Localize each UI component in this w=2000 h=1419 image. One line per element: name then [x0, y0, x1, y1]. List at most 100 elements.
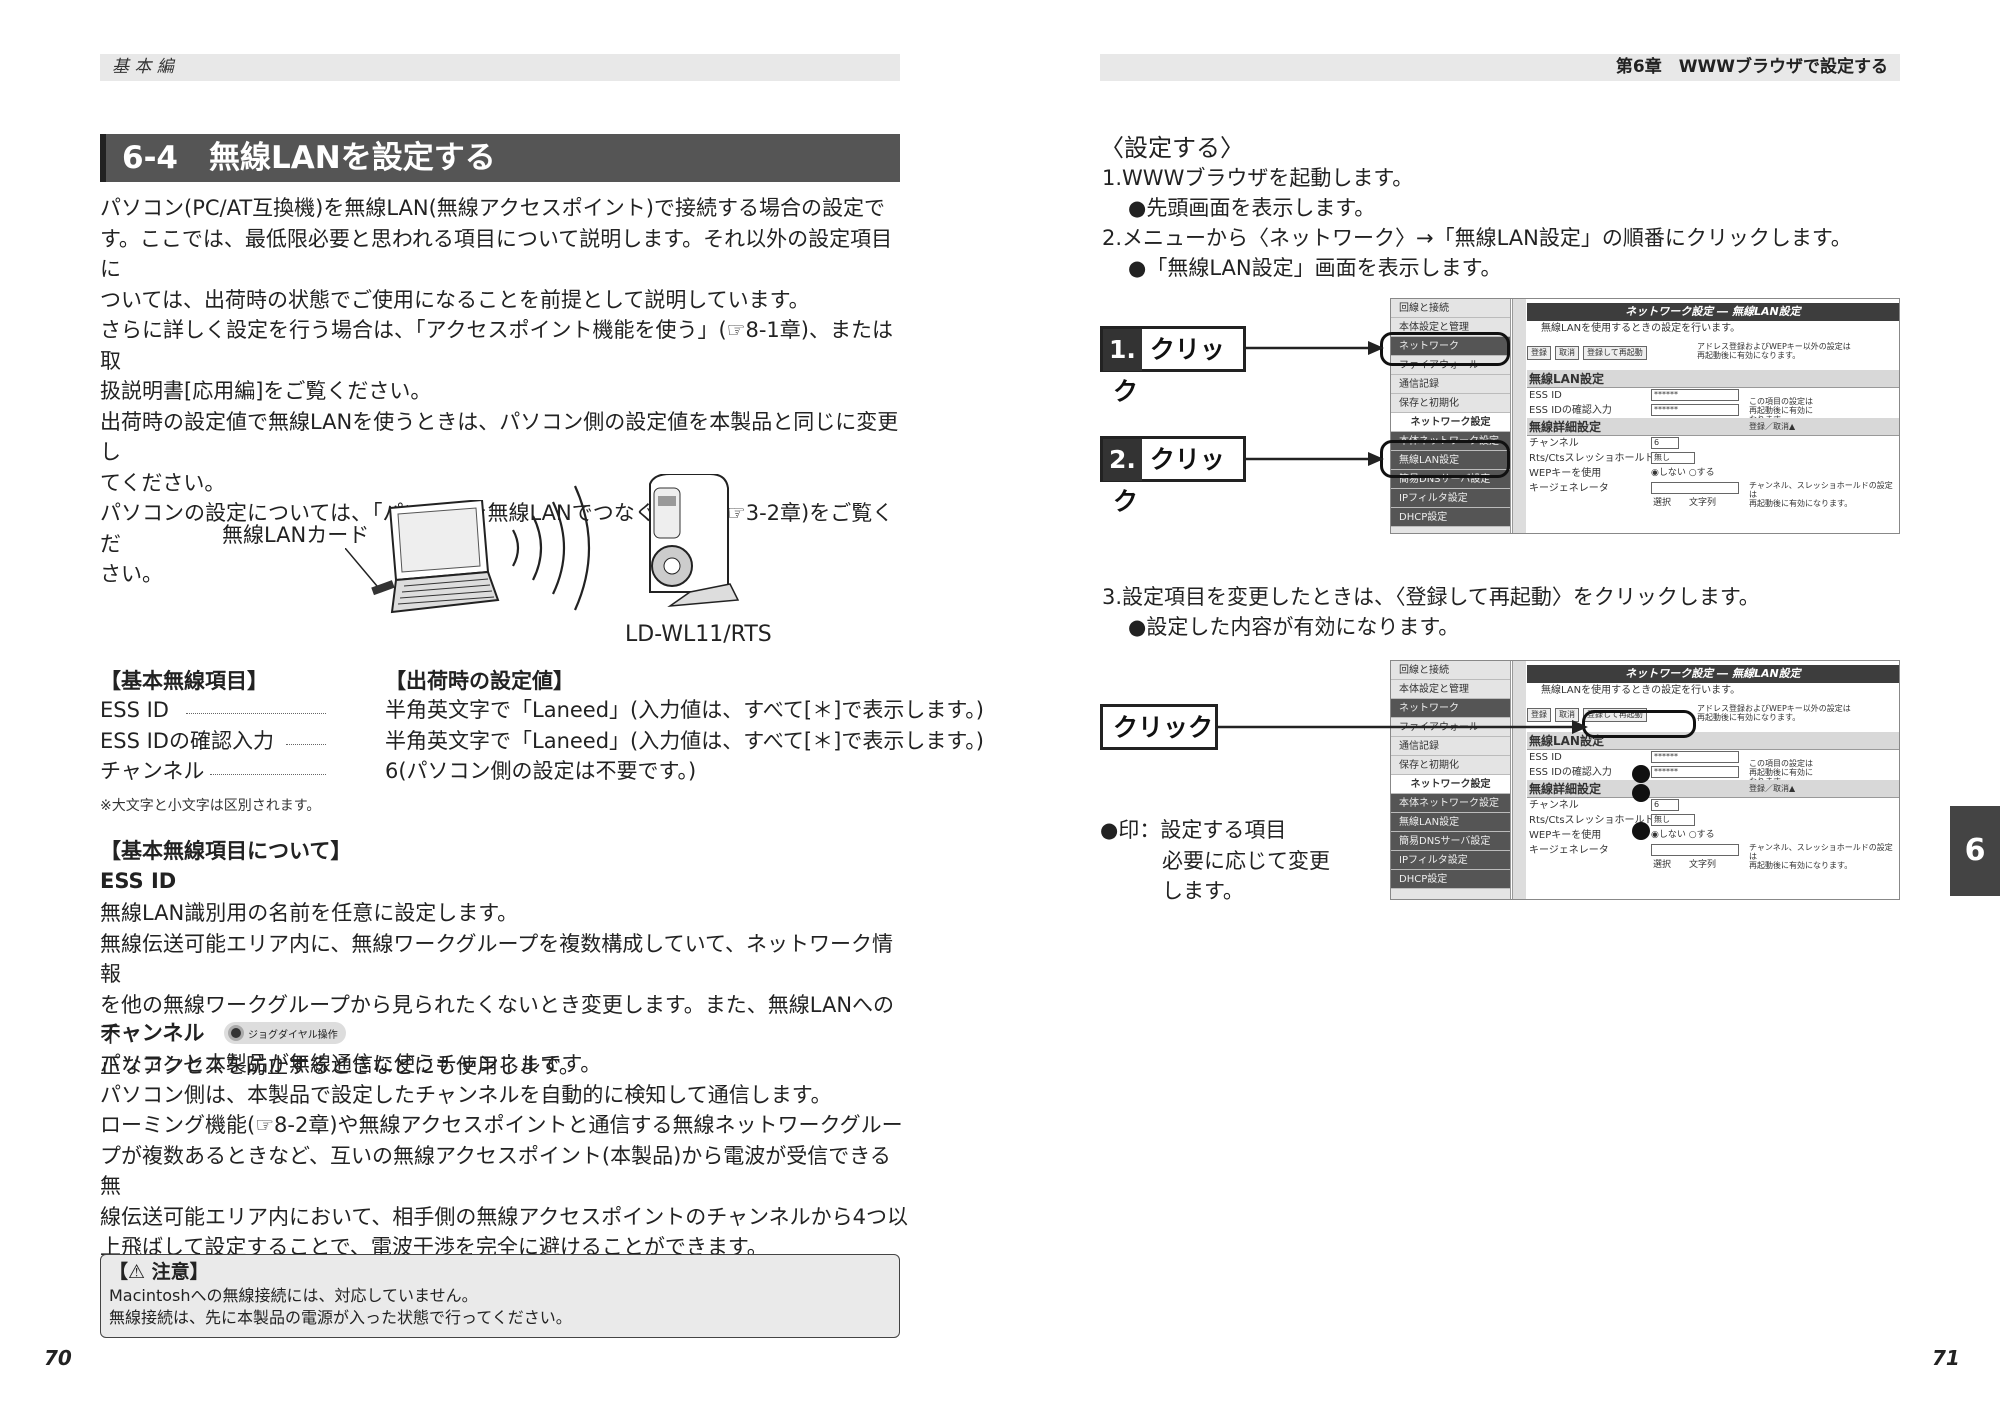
register-cancel-link[interactable]: 登録／取消▲	[1749, 784, 1796, 793]
wep-label: WEPキーを使用	[1529, 830, 1602, 841]
wep-row: WEPキーを使用◉しない ○する	[1527, 466, 1899, 481]
about-heading: 【基本無線項目について】	[100, 839, 352, 863]
wep-radio[interactable]: ◉しない ○する	[1651, 468, 1715, 478]
essid-row: ESS ID ******	[1527, 388, 1899, 403]
submenu-item[interactable]: DHCP設定	[1391, 870, 1510, 889]
item-name: ESS ID	[100, 698, 169, 722]
register-restart-button[interactable]: 登録して再起動	[1583, 346, 1647, 360]
channel-line: パソコン側は、本製品で設定したチャンネルを自動的に検知して通信します。	[100, 1082, 832, 1107]
arrow-2	[1246, 449, 1384, 469]
step-1: 1.WWWブラウザを起動します。	[1102, 166, 1414, 190]
menu-item[interactable]: 本体設定と管理	[1391, 680, 1510, 699]
item-name: チャンネル	[100, 759, 205, 783]
scrollbar[interactable]	[1512, 299, 1526, 533]
setting-marker	[1632, 765, 1650, 783]
router-menu: 回線と接続 本体設定と管理 ネットワーク ファイアウォール 通信記録 保存と初期…	[1391, 661, 1511, 899]
menu-item[interactable]: 回線と接続	[1391, 661, 1510, 680]
callout-2: 2.クリック	[1100, 436, 1246, 516]
submenu-item[interactable]: 簡易DNSサーバ設定	[1391, 832, 1510, 851]
channel-label: チャンネル	[1529, 800, 1579, 811]
laptop-illustration	[370, 498, 500, 620]
router-main: ネットワーク設定 ― 無線LAN設定 無線LANを使用するときの設定を行います。…	[1527, 661, 1899, 899]
submenu-item[interactable]: DHCP設定	[1391, 508, 1510, 527]
rts-select[interactable]: 無し	[1651, 452, 1695, 464]
marker-legend-line: ●印：設定する項目	[1100, 818, 1287, 842]
step-3-note: ●設定した内容が有効になります。	[1128, 615, 1460, 639]
item-value: 半角英文字で「Laneed」(入力値は、すべて[＊]で表示します。)	[385, 729, 984, 753]
intro-paragraph: パソコン(PC/AT互換機)を無線LAN(無線アクセスポイント)で接続する場合の…	[100, 193, 910, 590]
essid-confirm-field[interactable]: ******	[1651, 766, 1739, 778]
register-button[interactable]: 登録	[1527, 708, 1551, 722]
values-heading: 【出荷時の設定値】	[385, 669, 574, 693]
caution-title: 【⚠ 注意】	[109, 1261, 209, 1283]
router-menu: 回線と接続 本体設定と管理 ネットワーク ファイアウォール 通信記録 保存と初期…	[1391, 299, 1511, 533]
register-cancel-link[interactable]: 登録／取消▲	[1749, 422, 1796, 431]
intro-line: さらに詳しく設定を行う場合は、「アクセスポイント機能を使う」(☞8-1章)、また…	[100, 318, 893, 373]
submenu-item[interactable]: IPフィルタ設定	[1391, 489, 1510, 508]
channel-line: ローミング機能(☞8-2章)や無線アクセスポイントと通信する無線ネットワークグル…	[100, 1113, 903, 1137]
submenu-head: ネットワーク設定	[1391, 775, 1510, 794]
scrollbar[interactable]	[1512, 661, 1526, 899]
intro-line: 扱説明書[応用編]をご覧ください。	[100, 379, 432, 403]
channel-select[interactable]: 6	[1651, 437, 1679, 449]
setup-heading: 〈設定する〉	[1100, 134, 1244, 162]
section-title: 6-4 無線LANを設定する	[100, 134, 900, 182]
button-note: 再起動後に有効になります。	[1697, 713, 1801, 722]
keygen-label: キージェネレータ	[1529, 483, 1609, 494]
menu-item-network[interactable]: ネットワーク	[1391, 337, 1510, 356]
submenu-item[interactable]: IPフィルタ設定	[1391, 851, 1510, 870]
menu-item[interactable]: 保存と初期化	[1391, 394, 1510, 413]
item-value: 半角英文字で「Laneed」(入力値は、すべて[＊]で表示します。)	[385, 698, 984, 722]
rts-row: Rts/Ctsスレッショホールド無し	[1527, 813, 1899, 828]
essid-confirm-field[interactable]: ******	[1651, 404, 1739, 416]
caution-line: Macintoshへの無線接続には、対応していません。	[109, 1286, 478, 1305]
menu-item[interactable]: 保存と初期化	[1391, 756, 1510, 775]
channel-select[interactable]: 6	[1651, 799, 1679, 811]
callout-1: 1.クリック	[1100, 326, 1246, 406]
rts-select[interactable]: 無し	[1651, 814, 1695, 826]
item-value: 6(パソコン側の設定は不要です。)	[385, 759, 697, 783]
channel-heading: チャンネル	[100, 1021, 205, 1045]
submenu-item-wireless[interactable]: 無線LAN設定	[1391, 451, 1510, 470]
callout-3: クリック	[1100, 704, 1218, 750]
submenu-item-wireless[interactable]: 無線LAN設定	[1391, 813, 1510, 832]
wep-radio[interactable]: ◉しない ○する	[1651, 830, 1715, 840]
menu-item[interactable]: 通信記録	[1391, 375, 1510, 394]
keygen-field[interactable]	[1651, 482, 1739, 494]
menu-item[interactable]: 本体設定と管理	[1391, 318, 1510, 337]
router-title-band: ネットワーク設定 ― 無線LAN設定	[1527, 665, 1899, 683]
rts-row: Rts/Ctsスレッショホールド無し	[1527, 451, 1899, 466]
essid-label: ESS ID	[1529, 390, 1562, 401]
cancel-button[interactable]: 取消	[1555, 708, 1579, 722]
caution-line: 無線接続は、先に本製品の電源が入った状態で行ってください。	[109, 1308, 572, 1327]
essid-confirm-label: ESS IDの確認入力	[1529, 767, 1612, 778]
highlight-ring	[1380, 440, 1510, 478]
select-labels: 選択 文字列	[1653, 860, 1717, 870]
items-heading: 【基本無線項目】	[100, 669, 268, 693]
submenu-item[interactable]: 簡易DNSサーバ設定	[1391, 470, 1510, 489]
channel-paragraph: パソコンと本製品が無線通信に使うチャンネルです。 パソコン側は、本製品で設定した…	[100, 1049, 910, 1263]
cancel-button[interactable]: 取消	[1555, 346, 1579, 360]
register-button[interactable]: 登録	[1527, 346, 1551, 360]
highlight-ring	[1380, 332, 1510, 366]
card-label: 無線LANカード	[222, 523, 370, 547]
right-running-header: 第6章 WWWブラウザで設定する	[1100, 54, 1900, 81]
intro-line: 出荷時の設定値で無線LANを使うときは、パソコン側の設定値を本製品と同じに変更し	[100, 409, 899, 465]
wireless-detail-section: 無線詳細設定登録／取消▲	[1527, 780, 1899, 798]
note-line: この項目の設定は	[1749, 397, 1813, 406]
essid-field[interactable]: ******	[1651, 751, 1739, 763]
menu-item[interactable]: 回線と接続	[1391, 299, 1510, 318]
keygen-field[interactable]	[1651, 844, 1739, 856]
channel-line: パソコンと本製品が無線通信に使うチャンネルです。	[100, 1052, 602, 1076]
menu-item-network[interactable]: ネットワーク	[1391, 699, 1510, 718]
button-note: 再起動後に有効になります。	[1697, 351, 1801, 360]
keygen-label: キージェネレータ	[1529, 845, 1609, 856]
detail-note: チャンネル、スレッショホールドの設定は 再起動後に有効になります。	[1749, 481, 1899, 508]
submenu-item[interactable]: 本体ネットワーク設定	[1391, 794, 1510, 813]
essid-confirm-row: ESS IDの確認入力******	[1527, 403, 1899, 418]
page-number-right: 71	[1932, 1346, 1960, 1370]
essid-field[interactable]: ******	[1651, 389, 1739, 401]
menu-item[interactable]: 通信記録	[1391, 737, 1510, 756]
access-point-illustration	[640, 473, 740, 614]
